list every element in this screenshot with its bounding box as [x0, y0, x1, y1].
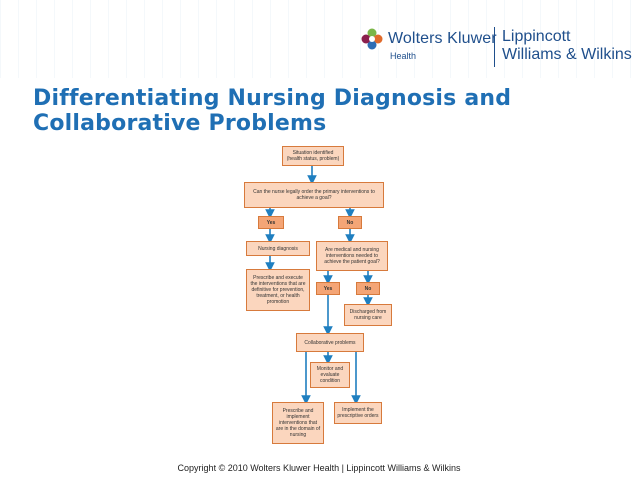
- slide-title-line1: Differentiating Nursing Diagnosis and: [33, 86, 512, 111]
- node-question1-text: Can the nurse legally order the primary …: [253, 189, 375, 201]
- node-monitor-text: Monitor and evaluate condition: [316, 366, 344, 384]
- node-no2-text: No: [364, 285, 372, 292]
- node-nursing-diagnosis-text: Nursing diagnosis: [258, 245, 298, 252]
- node-situation: Situation identified (health status, pro…: [282, 146, 344, 166]
- node-implement-orders-text: Implement the prescriptive orders: [337, 407, 379, 419]
- node-yes2-text: Yes: [323, 285, 333, 292]
- brand-lippincott-line1: Lippincott: [502, 28, 571, 45]
- node-yes1: Yes: [258, 216, 284, 229]
- node-prescribe-definitive-text: Prescribe and execute the interventions …: [250, 275, 306, 305]
- slide-title: Differentiating Nursing Diagnosis and Co…: [33, 86, 613, 136]
- copyright-footer: Copyright © 2010 Wolters Kluwer Health |…: [177, 463, 461, 473]
- brand-lippincott-line2: Williams & Wilkins: [502, 46, 632, 63]
- brand-wolters-kluwer: Wolters Kluwer: [388, 30, 497, 47]
- node-collaborative: Collaborative problems: [296, 333, 364, 352]
- node-question2: Are medical and nursing interventions ne…: [316, 241, 388, 271]
- node-prescribe-definitive: Prescribe and execute the interventions …: [246, 269, 310, 311]
- node-prescribe-nursing-text: Prescribe and implement interventions th…: [275, 408, 321, 438]
- node-question1: Can the nurse legally order the primary …: [244, 182, 384, 208]
- node-implement-orders: Implement the prescriptive orders: [334, 402, 382, 424]
- node-no2: No: [356, 282, 380, 295]
- node-prescribe-nursing: Prescribe and implement interventions th…: [272, 402, 324, 444]
- node-yes1-text: Yes: [266, 219, 276, 226]
- brand-health: Health: [390, 51, 417, 61]
- node-question2-text: Are medical and nursing interventions ne…: [324, 247, 380, 265]
- node-no1-text: No: [346, 219, 354, 226]
- header-band: [0, 0, 638, 78]
- node-monitor: Monitor and evaluate condition: [310, 362, 350, 388]
- wolters-kluwer-logo-icon: [361, 28, 383, 50]
- brand-divider: [494, 27, 495, 67]
- node-discharged-text: Discharged from nursing care: [349, 309, 387, 321]
- node-nursing-diagnosis: Nursing diagnosis: [246, 241, 310, 256]
- slide-title-line2: Collaborative Problems: [33, 111, 327, 136]
- node-no1: No: [338, 216, 362, 229]
- node-discharged: Discharged from nursing care: [344, 304, 392, 326]
- node-situation-text: Situation identified (health status, pro…: [286, 150, 340, 162]
- node-collaborative-text: Collaborative problems: [304, 339, 356, 346]
- node-yes2: Yes: [316, 282, 340, 295]
- brand-lippincott: Lippincott Williams & Wilkins: [502, 28, 632, 64]
